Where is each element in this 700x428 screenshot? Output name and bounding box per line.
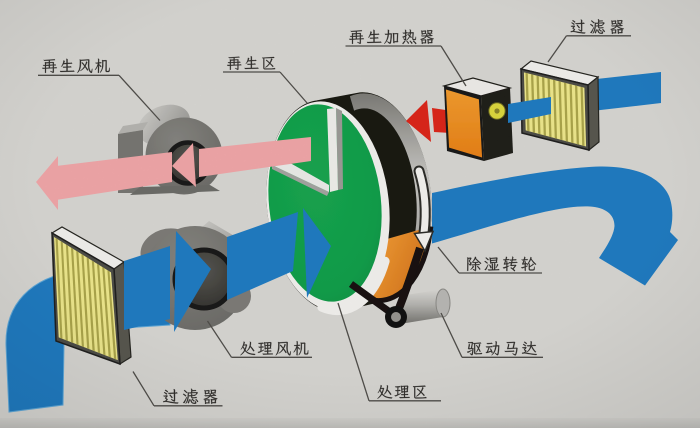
bottom-shade <box>0 418 700 428</box>
